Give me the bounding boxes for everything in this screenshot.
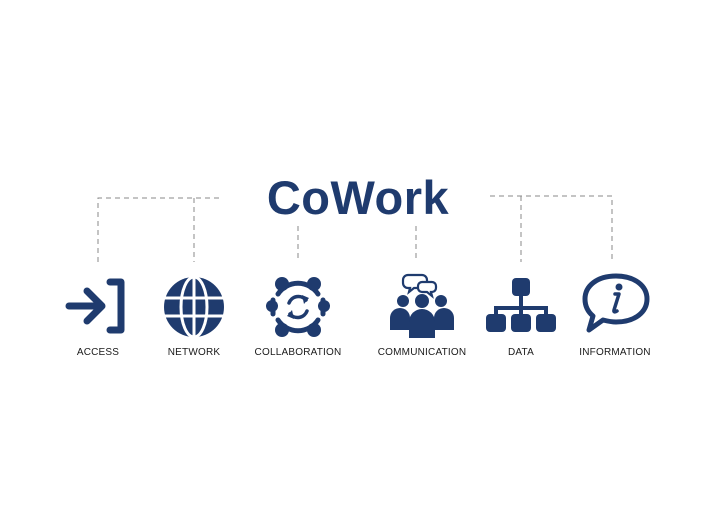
access-icon — [65, 278, 125, 334]
info-speech-bubble-icon — [582, 273, 650, 333]
label-access: ACCESS — [76, 347, 120, 358]
globe-icon — [164, 276, 224, 338]
diagram-title: CoWork — [266, 171, 450, 224]
label-data: DATA — [508, 347, 534, 358]
people-chat-icon — [390, 273, 454, 338]
label-collaboration: COLLABORATION — [254, 347, 342, 358]
label-communication: COMMUNICATION — [377, 347, 467, 358]
connector-right-group — [490, 195, 613, 262]
label-information: INFORMATION — [579, 347, 651, 358]
hierarchy-icon — [486, 278, 556, 332]
connector-left-group — [97, 197, 220, 262]
collaboration-cycle-icon — [266, 277, 330, 337]
label-network: NETWORK — [167, 347, 221, 358]
